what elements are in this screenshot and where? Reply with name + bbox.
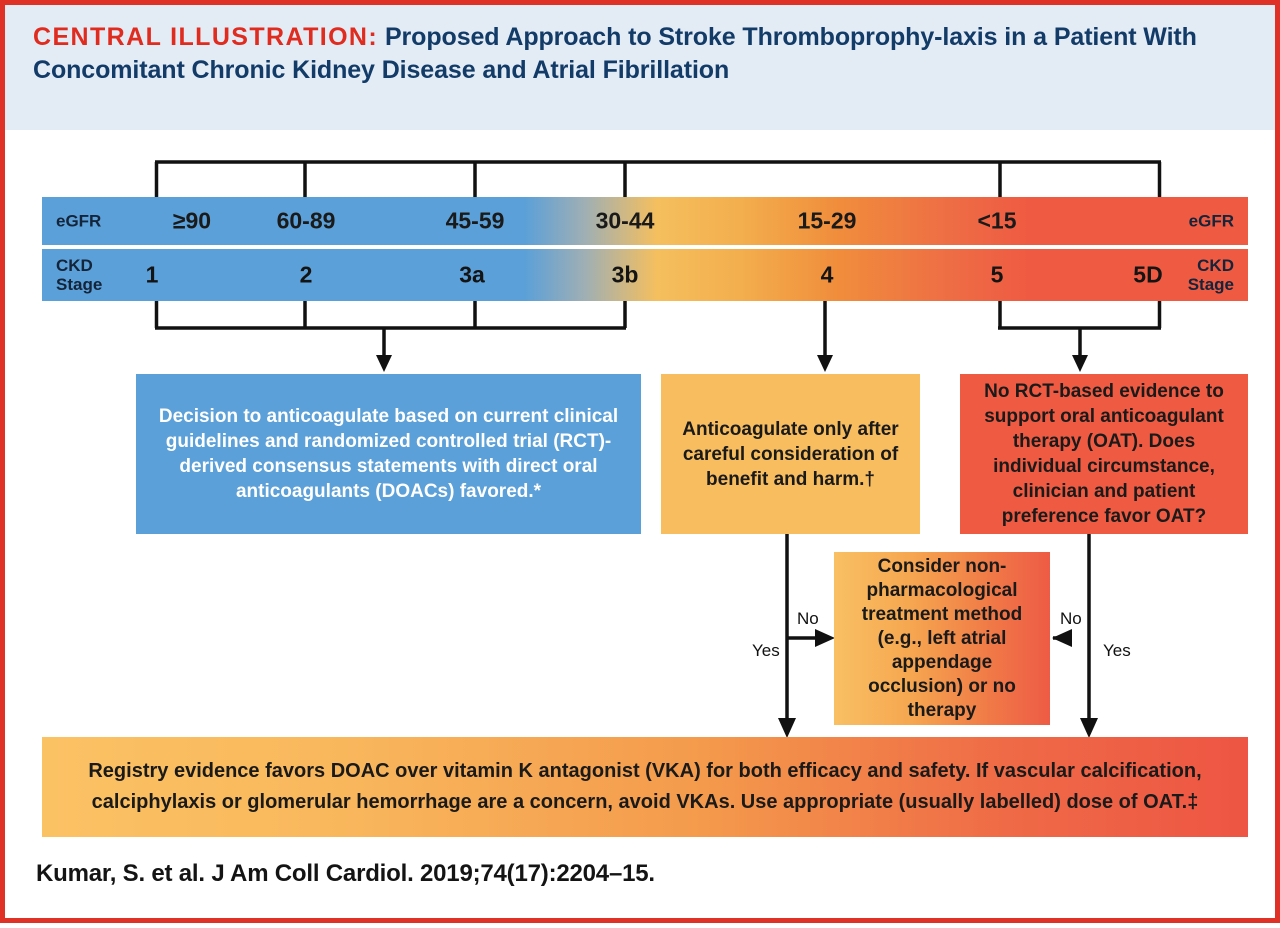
ckd-label-right: CKD Stage [1187,256,1234,294]
citation: Kumar, S. et al. J Am Coll Cardiol. 2019… [36,860,655,887]
decision-box-no-rct-evidence: No RCT-based evidence to support oral an… [960,374,1248,534]
ckd-egfr-scale: eGFR ≥90 60-89 45-59 30-44 15-29 <15 eGF… [42,197,1248,301]
egfr-label-left: eGFR [56,211,102,231]
egfr-value-15-29: 15-29 [797,207,857,234]
egfr-value-lt15: <15 [977,207,1017,234]
registry-evidence-text: Registry evidence favors DOAC over vitam… [88,760,1202,813]
ckd-stage-5: 5 [990,261,1004,288]
ckd-stage-3b: 3b [611,261,639,288]
ckd-stage-5d: 5D [1133,261,1163,288]
decision-box-orange-text: Anticoagulate only after careful conside… [682,418,899,490]
decision-box-non-pharmacological: Consider non-pharmacological treatment m… [834,552,1050,725]
branch-label-right-no: No [1060,609,1082,628]
ckd-stage-3a: 3a [459,261,485,288]
decision-box-anticoagulate-guidelines: Decision to anticoagulate based on curre… [136,374,641,534]
egfr-row: eGFR ≥90 60-89 45-59 30-44 15-29 <15 eGF… [42,197,1248,245]
branch-label-right-yes: Yes [1103,641,1131,660]
branch-label-left-no: No [797,609,819,628]
page-title: CENTRAL ILLUSTRATION: Proposed Approach … [33,21,1235,87]
egfr-value-30-44: 30-44 [595,207,655,234]
egfr-value-90: ≥90 [172,207,212,234]
egfr-label-right: eGFR [1188,211,1234,231]
ckd-stage-2: 2 [299,261,313,288]
egfr-value-60-89: 60-89 [276,207,336,234]
ckd-label-left: CKD Stage [56,256,103,294]
decision-box-consider-text: Consider non-pharmacological treatment m… [861,555,1023,721]
ckd-stage-1: 1 [145,261,159,288]
registry-evidence-banner: Registry evidence favors DOAC over vitam… [42,737,1248,837]
page-title-text: Proposed Approach to Stroke Thromboproph… [33,23,1197,84]
figure-header: CENTRAL ILLUSTRATION: Proposed Approach … [5,5,1275,130]
decision-box-blue-text: Decision to anticoagulate based on curre… [158,406,619,502]
decision-box-anticoagulate-careful: Anticoagulate only after careful conside… [661,374,920,534]
branch-label-left-yes: Yes [752,641,780,660]
central-illustration-label: CENTRAL ILLUSTRATION: [33,23,379,51]
ckd-stage-row: CKD Stage 1 2 3a 3b 4 5 5D CKD Stage [42,249,1248,301]
ckd-stage-4: 4 [820,261,834,288]
decision-box-red-text: No RCT-based evidence to support oral an… [984,381,1224,527]
egfr-value-45-59: 45-59 [445,207,505,234]
